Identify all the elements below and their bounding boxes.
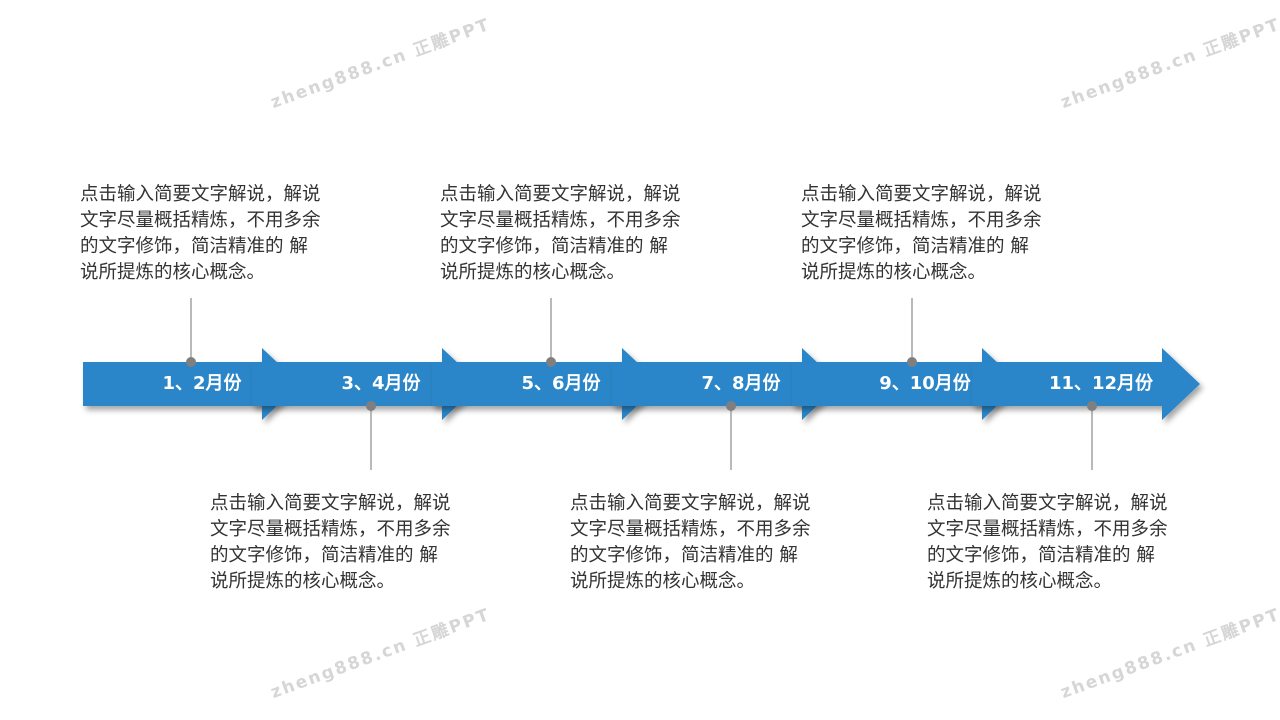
connector-dot [907, 357, 917, 367]
description-text-2: 点击输入简要文字解说，解说文字尽量概括精炼，不用多余的文字修饰，简洁精准的 解说… [210, 493, 451, 592]
description-text-3: 点击输入简要文字解说，解说文字尽量概括精炼，不用多余的文字修饰，简洁精准的 解说… [440, 184, 681, 283]
timeline-arrow-3 [432, 348, 660, 420]
period-label-6: 11、12月份 [1048, 373, 1154, 394]
connector-dot [726, 401, 736, 411]
description-text-5: 点击输入简要文字解说，解说文字尽量概括精炼，不用多余的文字修饰，简洁精准的 解说… [801, 184, 1042, 283]
timeline-arrow-1 [83, 348, 300, 420]
timeline-arrow-2 [252, 348, 480, 420]
timeline-arrow-6 [972, 348, 1200, 420]
connector-dot [1087, 401, 1097, 411]
description-text-4: 点击输入简要文字解说，解说文字尽量概括精炼，不用多余的文字修饰，简洁精准的 解说… [570, 493, 811, 592]
timeline-arrow-5 [792, 348, 1020, 420]
period-label-4: 7、8月份 [701, 373, 781, 394]
period-label-2: 3、4月份 [341, 373, 421, 394]
description-text-1: 点击输入简要文字解说，解说文字尽量概括精炼，不用多余的文字修饰，简洁精准的 解说… [80, 184, 321, 283]
description-text-6: 点击输入简要文字解说，解说文字尽量概括精炼，不用多余的文字修饰，简洁精准的 解说… [927, 493, 1168, 592]
period-label-3: 5、6月份 [521, 373, 601, 394]
connector-dot [366, 401, 376, 411]
period-label-1: 1、2月份 [162, 373, 242, 394]
connector-dot [546, 357, 556, 367]
timeline-arrow-4 [612, 348, 840, 420]
connector-dot [186, 357, 196, 367]
period-label-5: 9、10月份 [879, 373, 971, 394]
